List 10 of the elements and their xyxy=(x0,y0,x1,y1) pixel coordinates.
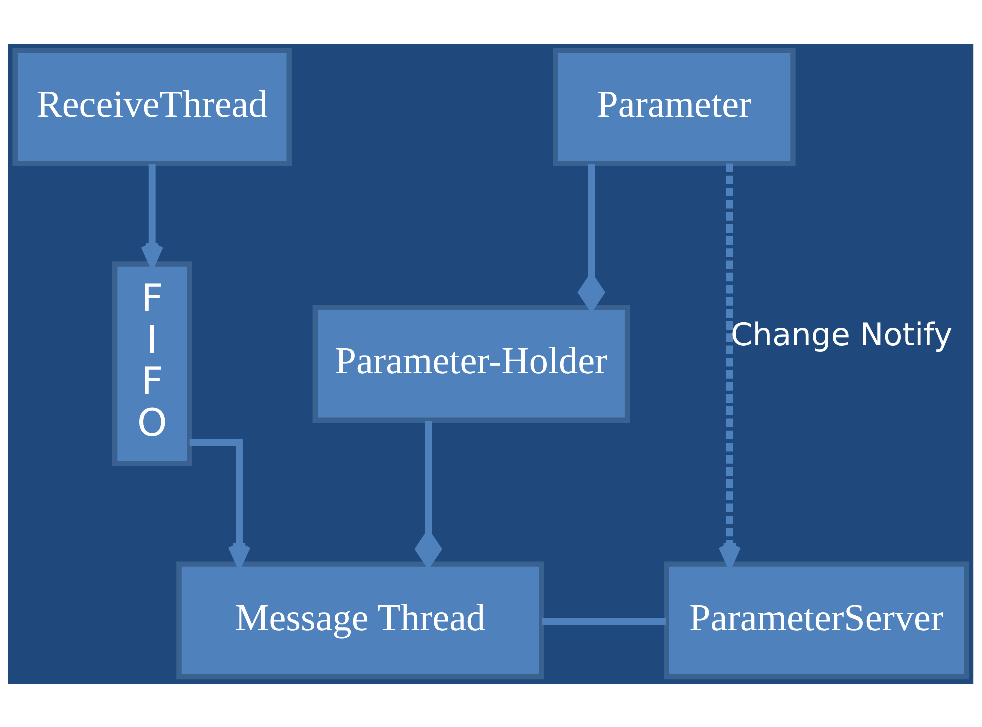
connector xyxy=(414,420,442,570)
node-box: ReceiveThread xyxy=(12,48,292,166)
node-box: F I F O xyxy=(112,261,192,466)
node-box: Parameter xyxy=(553,48,796,166)
node-box: ParameterServer xyxy=(664,561,970,680)
connector xyxy=(542,618,666,625)
connector xyxy=(578,164,606,313)
node-box: Parameter-Holder xyxy=(312,304,630,422)
node-box: Message Thread xyxy=(176,561,544,680)
edge-label: Change Notify xyxy=(730,317,953,354)
